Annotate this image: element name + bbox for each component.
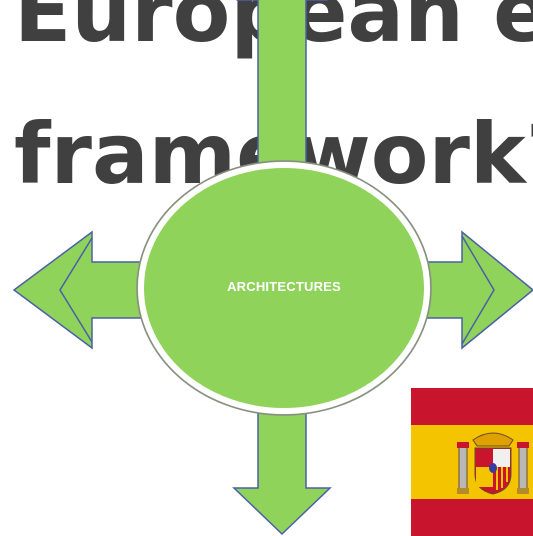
hub-label: ARCHITECTURES [227, 279, 341, 294]
arrow-right [411, 230, 533, 350]
spain-flag-icon [411, 388, 533, 536]
arrow-up [235, 0, 329, 181]
hub-circle [136, 160, 432, 416]
arrow-left [12, 230, 147, 350]
